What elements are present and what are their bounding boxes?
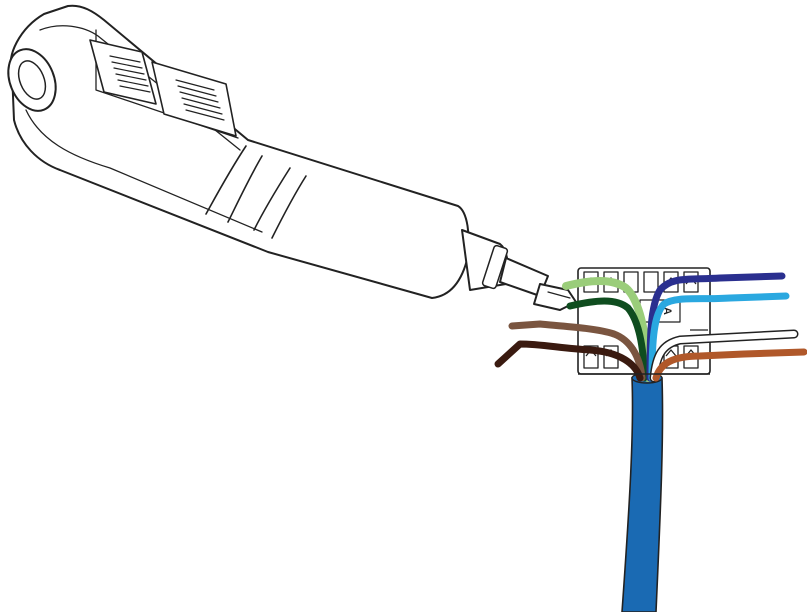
ethernet-cable-jacket (622, 378, 663, 612)
tool-handle (11, 6, 469, 298)
punch-down-tool (0, 6, 576, 310)
